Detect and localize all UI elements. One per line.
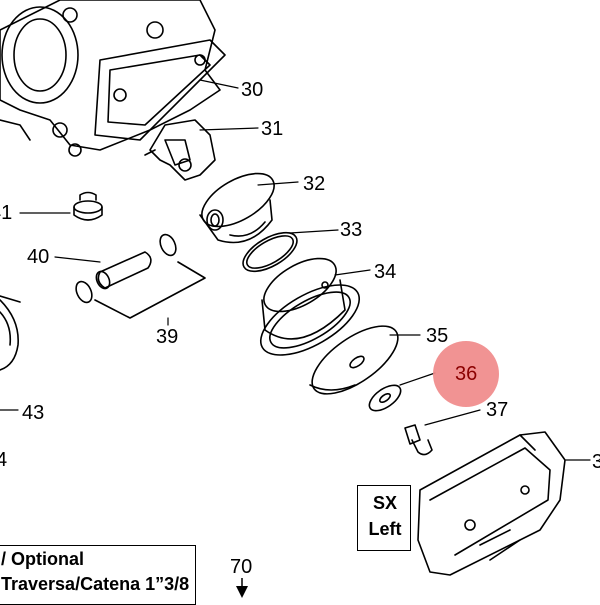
callout-34: 34 [374,261,397,283]
part-34-cylinder [259,257,361,356]
part-3-cover [417,431,566,576]
part-30-housing [0,0,226,157]
part-40-pin [95,251,152,290]
callout-31: 31 [261,118,284,140]
part-35-disc [309,325,399,395]
callout-39: 39 [156,326,179,348]
part-36-washer [368,384,402,412]
callout-35: 35 [426,325,449,347]
part-37-screw [404,424,433,456]
highlight-callout-circle [433,341,499,407]
callout-70: 70 [230,556,253,578]
callout-30: 30 [241,79,264,101]
callout-43: 43 [22,402,45,424]
optional-note-line1: / Optional [1,549,84,569]
part-39-rings [75,233,206,319]
callout-41: 41 [0,202,13,224]
side-label-box: SX Left [357,485,411,551]
part-31-bracket [144,119,216,181]
leader-lines [0,79,591,461]
callout-3: 3 [592,451,600,473]
optional-note-box: / Optional Traversa/Catena 1”3/8 [0,545,196,605]
part-32-piston [199,172,275,244]
optional-note-line2: Traversa/Catena 1”3/8 [1,574,190,594]
callout-4: 4 [0,449,8,471]
part-41-plug [73,191,103,221]
part-33-ring [242,231,298,273]
callout-36: 36 [455,363,478,385]
callout-32: 32 [303,173,326,195]
callout-37: 37 [486,399,509,421]
part-43-left-edge [0,299,19,371]
arrow-down-icon [236,578,248,598]
callout-33: 33 [340,219,363,241]
side-label-left: Left [368,519,402,539]
side-label-sx: SX [372,493,397,513]
callout-40: 40 [27,246,50,268]
